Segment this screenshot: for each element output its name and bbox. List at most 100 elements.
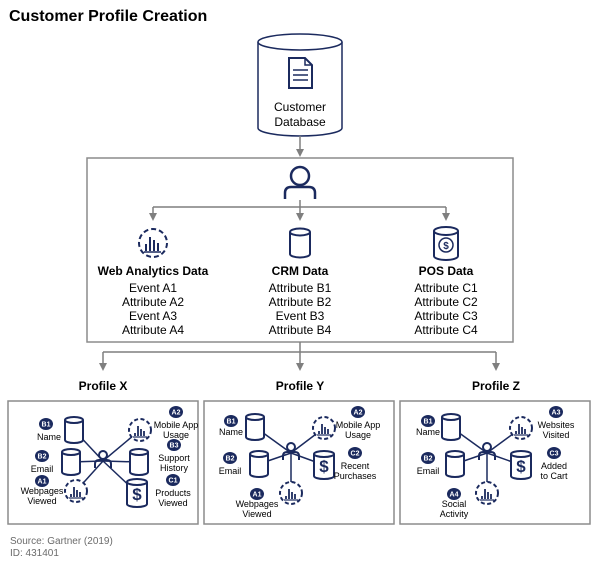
badge: B2	[35, 450, 49, 462]
source-item: Attribute C1	[414, 281, 478, 295]
svg-text:$: $	[319, 457, 329, 476]
source-item: Attribute C2	[414, 295, 478, 309]
badge-label: A4	[450, 492, 459, 499]
database-icon	[289, 227, 311, 259]
node-label: Usage	[163, 430, 189, 440]
badge: B2	[223, 452, 237, 464]
node-label: Products	[155, 488, 191, 498]
analytics-icon	[279, 481, 303, 505]
analytics-icon	[312, 416, 336, 440]
source-item: Attribute B2	[269, 295, 332, 309]
badge-label: B2	[226, 456, 235, 463]
badge-label: B3	[170, 443, 179, 450]
node-label: Visited	[543, 430, 570, 440]
badge-label: B2	[38, 454, 47, 461]
badge-label: A2	[354, 410, 363, 417]
source-title-pos: POS Data	[419, 264, 474, 278]
node-label: Mobile App	[154, 420, 199, 430]
source-item: Event B3	[276, 309, 325, 323]
source-title-web-analytics: Web Analytics Data	[98, 264, 209, 278]
dollar-icon: $	[510, 450, 532, 480]
person-icon	[283, 165, 317, 199]
badge: A3	[549, 406, 563, 418]
source-item: Event A1	[129, 281, 177, 295]
svg-text:$: $	[516, 457, 526, 476]
database-icon	[249, 450, 269, 478]
node-label: Viewed	[242, 509, 271, 519]
person-icon	[478, 442, 496, 460]
profile-branch-arrows	[99, 342, 500, 371]
badge: B3	[167, 439, 181, 451]
node-label: Recent	[341, 461, 370, 471]
node-label: Viewed	[158, 498, 187, 508]
badge: B1	[224, 415, 238, 427]
svg-text:$: $	[443, 241, 449, 252]
source-title-crm: CRM Data	[272, 264, 329, 278]
analytics-icon	[138, 228, 168, 258]
badge: A1	[35, 475, 49, 487]
footer-id: ID: 431401	[10, 548, 59, 559]
badge: B1	[39, 418, 53, 430]
database-icon	[129, 448, 149, 476]
person-icon	[282, 442, 300, 460]
badge: B2	[421, 452, 435, 464]
source-item: Attribute C4	[414, 323, 478, 337]
badge: A1	[250, 488, 264, 500]
badge-label: A2	[172, 410, 181, 417]
profile-title-y: Profile Y	[276, 379, 324, 393]
svg-text:$: $	[132, 485, 142, 504]
source-item: Attribute B4	[269, 323, 332, 337]
badge-label: B1	[227, 419, 236, 426]
source-item: Attribute A2	[122, 295, 184, 309]
node-label: Viewed	[27, 496, 56, 506]
badge-label: A1	[253, 492, 262, 499]
analytics-icon	[475, 481, 499, 505]
node-label: Social	[442, 499, 467, 509]
database-icon	[64, 416, 84, 444]
footer-source: Source: Gartner (2019)	[10, 536, 113, 547]
profile-title-x: Profile X	[79, 379, 128, 393]
analytics-icon	[64, 479, 88, 503]
dollar-icon: $	[313, 450, 335, 480]
badge-label: C3	[550, 451, 559, 458]
node-label: Activity	[440, 509, 469, 519]
analytics-icon	[128, 418, 152, 442]
source-item: Event A3	[129, 309, 177, 323]
badge: A4	[447, 488, 461, 500]
badge: C2	[348, 447, 362, 459]
diagram-title: Customer Profile Creation	[9, 8, 208, 25]
dollar-icon: $	[126, 478, 148, 508]
database-icon	[441, 413, 461, 441]
database-icon	[61, 448, 81, 476]
profile-graph: B1NameB2EmailA4SocialActivityA3WebsitesV…	[416, 406, 575, 519]
node-label: Email	[31, 464, 54, 474]
node-label: to Cart	[540, 471, 568, 481]
badge-label: C2	[351, 451, 360, 458]
badge: A2	[169, 406, 183, 418]
database-label-line2: Database	[274, 115, 326, 129]
source-item: Attribute A4	[122, 323, 184, 337]
node-label: Websites	[538, 420, 575, 430]
source-item: Attribute B1	[269, 281, 332, 295]
node-label: History	[160, 463, 189, 473]
document-icon	[288, 57, 313, 89]
node-label: Name	[416, 427, 440, 437]
node-label: Name	[219, 427, 243, 437]
node-label: Webpages	[236, 499, 279, 509]
badge-label: A3	[552, 410, 561, 417]
badge-label: A1	[38, 479, 47, 486]
node-label: Added	[541, 461, 567, 471]
profile-title-z: Profile Z	[472, 379, 520, 393]
badge: B1	[421, 415, 435, 427]
person-icon	[94, 450, 112, 468]
node-label: Email	[219, 466, 242, 476]
node-label: Webpages	[21, 486, 64, 496]
badge: A2	[351, 406, 365, 418]
badge-label: B1	[424, 419, 433, 426]
analytics-icon	[509, 416, 533, 440]
badge: C1	[166, 474, 180, 486]
